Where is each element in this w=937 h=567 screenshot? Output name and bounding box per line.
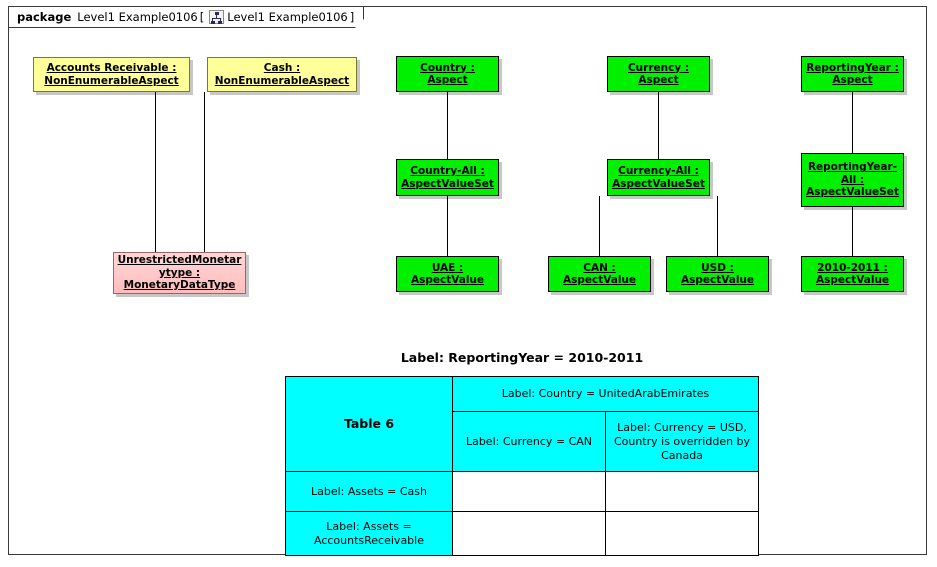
node-line-2: NonEnumerableAspect	[44, 74, 179, 87]
node-line-1: Accounts Receivable :	[46, 62, 177, 74]
node-line-1: UAE :	[431, 261, 464, 274]
table-row-label-cash: Label: Assets = Cash	[285, 471, 453, 512]
node-unrestricted-monetarytype[interactable]: UnrestrictedMonetar ytype : MonetaryData…	[113, 252, 246, 294]
connector-currency-to-currencyall	[658, 92, 659, 159]
connector-country-to-countryall	[447, 92, 448, 159]
bracket-open: [	[199, 10, 205, 24]
connector-countryall-to-uae	[447, 196, 448, 256]
node-line-1: ReportingYear-	[807, 161, 898, 174]
package-keyword: package	[17, 10, 72, 24]
connector-accountsreceivable-to-monetarytype	[155, 92, 156, 252]
table-header-currency-can: Label: Currency = CAN	[452, 411, 606, 472]
table-header-currency-usd: Label: Currency = USD, Country is overri…	[605, 411, 759, 472]
node-can[interactable]: CAN : AspectValue	[548, 256, 651, 292]
node-currency-aspect[interactable]: Currency : Aspect	[607, 56, 710, 92]
table-corner-label: Table 6	[285, 376, 453, 472]
node-line-3: MonetaryDataType	[123, 279, 236, 292]
node-line-2: AspectValue	[680, 274, 755, 286]
node-line-1: CAN :	[583, 261, 616, 274]
table-row: Label: Assets = Cash	[285, 471, 759, 512]
table-cell[interactable]	[452, 511, 606, 556]
package-name: Level1 Example0106	[77, 10, 198, 24]
connector-reportingyearall-to-year20102011	[852, 207, 853, 256]
node-country-aspect[interactable]: Country : Aspect	[396, 56, 499, 92]
node-line-1: Currency-All :	[618, 165, 699, 177]
node-reportingyear-aspect[interactable]: ReportingYear : Aspect	[801, 56, 904, 92]
node-line-1: 2010-2011 :	[817, 261, 888, 274]
tab-corner	[355, 19, 365, 28]
node-line-2: ytype :	[158, 266, 201, 279]
connector-currencyall-to-usd	[717, 196, 718, 256]
node-line-1: UnrestrictedMonetar	[117, 254, 242, 267]
node-line-1: Country-All :	[410, 165, 485, 177]
table-header-country: Label: Country = UnitedArabEmirates	[452, 376, 759, 412]
node-line-2: Aspect	[427, 74, 468, 86]
node-line-1: Cash :	[263, 62, 301, 74]
node-line-1: USD :	[701, 261, 734, 274]
node-country-all[interactable]: Country-All : AspectValueSet	[396, 159, 499, 196]
bracket-close: ]	[349, 10, 355, 24]
table-row-label-accountsreceivable: Label: Assets = AccountsReceivable	[285, 511, 453, 556]
connector-cash-to-monetarytype	[204, 92, 205, 252]
table-cell[interactable]	[452, 471, 606, 512]
node-line-2: All :	[840, 173, 865, 186]
connector-currencyall-to-can	[599, 196, 600, 256]
node-line-1: Currency :	[627, 61, 690, 74]
table-6: Table 6 Label: Country = UnitedArabEmira…	[285, 376, 759, 556]
node-line-2: Aspect	[638, 74, 679, 86]
node-reportingyear-all[interactable]: ReportingYear- All : AspectValueSet	[801, 153, 904, 207]
node-currency-all[interactable]: Currency-All : AspectValueSet	[607, 159, 710, 196]
table-row: Table 6 Label: Country = UnitedArabEmira…	[285, 376, 759, 472]
node-line-2: AspectValueSet	[401, 177, 494, 190]
node-accounts-receivable[interactable]: Accounts Receivable : NonEnumerableAspec…	[33, 57, 190, 92]
table-cell[interactable]	[605, 511, 759, 556]
hierarchy-icon	[209, 10, 225, 24]
package-header-tab: package Level1 Example0106 [ Level1 Exam…	[8, 6, 365, 28]
node-line-2: NonEnumerableAspect	[214, 74, 350, 87]
node-line-1: ReportingYear :	[806, 61, 899, 74]
connector-reportingyear-to-reportingyearall	[852, 92, 853, 153]
node-line-2: AspectValueSet	[612, 177, 705, 190]
table-row: Label: Currency = CAN Label: Currency = …	[286, 411, 759, 472]
node-line-2: AspectValue	[562, 274, 637, 286]
node-usd[interactable]: USD : AspectValue	[666, 256, 769, 292]
node-year-2010-2011[interactable]: 2010-2011 : AspectValue	[801, 256, 904, 292]
node-uae[interactable]: UAE : AspectValue	[396, 256, 499, 292]
node-cash[interactable]: Cash : NonEnumerableAspect	[207, 57, 357, 92]
node-line-2: AspectValue	[410, 274, 485, 286]
node-line-1: Country :	[420, 61, 475, 74]
diagram-name: Level1 Example0106	[227, 10, 348, 24]
table-row: Label: Assets = AccountsReceivable	[285, 511, 759, 556]
table-cell[interactable]	[605, 471, 759, 512]
node-line-2: AspectValue	[815, 274, 890, 286]
node-line-2: Aspect	[832, 74, 873, 86]
node-line-3: AspectValueSet	[806, 186, 899, 199]
table-caption: Label: ReportingYear = 2010-2011	[400, 350, 644, 365]
